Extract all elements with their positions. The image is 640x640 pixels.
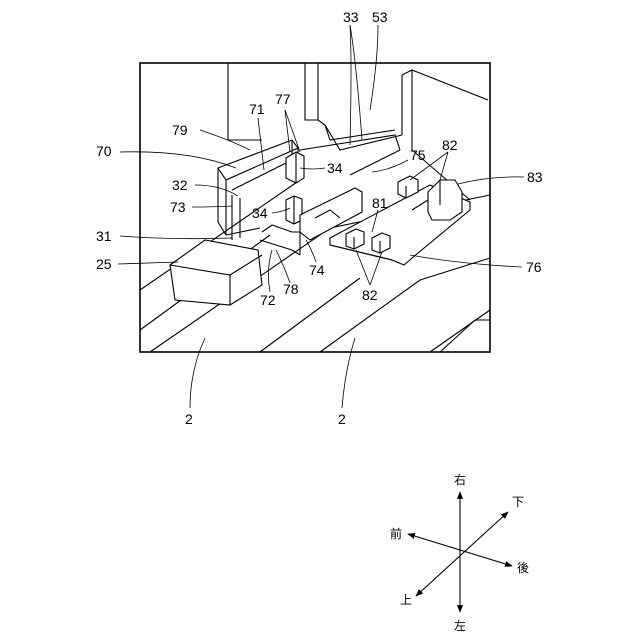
- label-2-left: 2: [185, 411, 193, 427]
- label-31: 31: [96, 228, 112, 244]
- post-77: [286, 152, 304, 183]
- compass-label-up: 右: [454, 472, 466, 487]
- label-53: 53: [372, 9, 388, 25]
- compass-label-left: 前: [390, 526, 402, 541]
- label-76: 76: [526, 259, 542, 275]
- compass-diagonal-arrow: [416, 512, 508, 596]
- plug-25: [170, 240, 262, 305]
- label-70: 70: [96, 143, 112, 159]
- label-71: 71: [249, 101, 265, 117]
- label-83: 83: [527, 169, 543, 185]
- label-74: 74: [309, 262, 325, 278]
- compass-label-down: 左: [454, 618, 466, 633]
- label-81: 81: [372, 195, 388, 211]
- label-82-upper: 82: [442, 137, 458, 153]
- compass-label-right: 後: [517, 561, 529, 575]
- label-73: 73: [170, 199, 186, 215]
- label-82-lower: 82: [362, 287, 378, 303]
- label-2-right: 2: [338, 411, 346, 427]
- label-33: 33: [343, 9, 359, 25]
- label-77: 77: [275, 91, 291, 107]
- direction-compass: 右 左 下 上 前 後: [390, 472, 529, 633]
- label-34-lower: 34: [252, 205, 268, 221]
- label-25: 25: [96, 256, 112, 272]
- compass-label-upper-right: 下: [512, 495, 524, 509]
- label-78: 78: [283, 281, 299, 297]
- compass-label-lower-left: 上: [400, 593, 412, 607]
- label-32: 32: [172, 177, 188, 193]
- label-72: 72: [260, 292, 276, 308]
- label-79: 79: [172, 122, 188, 138]
- label-75: 75: [410, 147, 426, 163]
- channel-33: [300, 120, 402, 175]
- label-34-upper: 34: [327, 160, 343, 176]
